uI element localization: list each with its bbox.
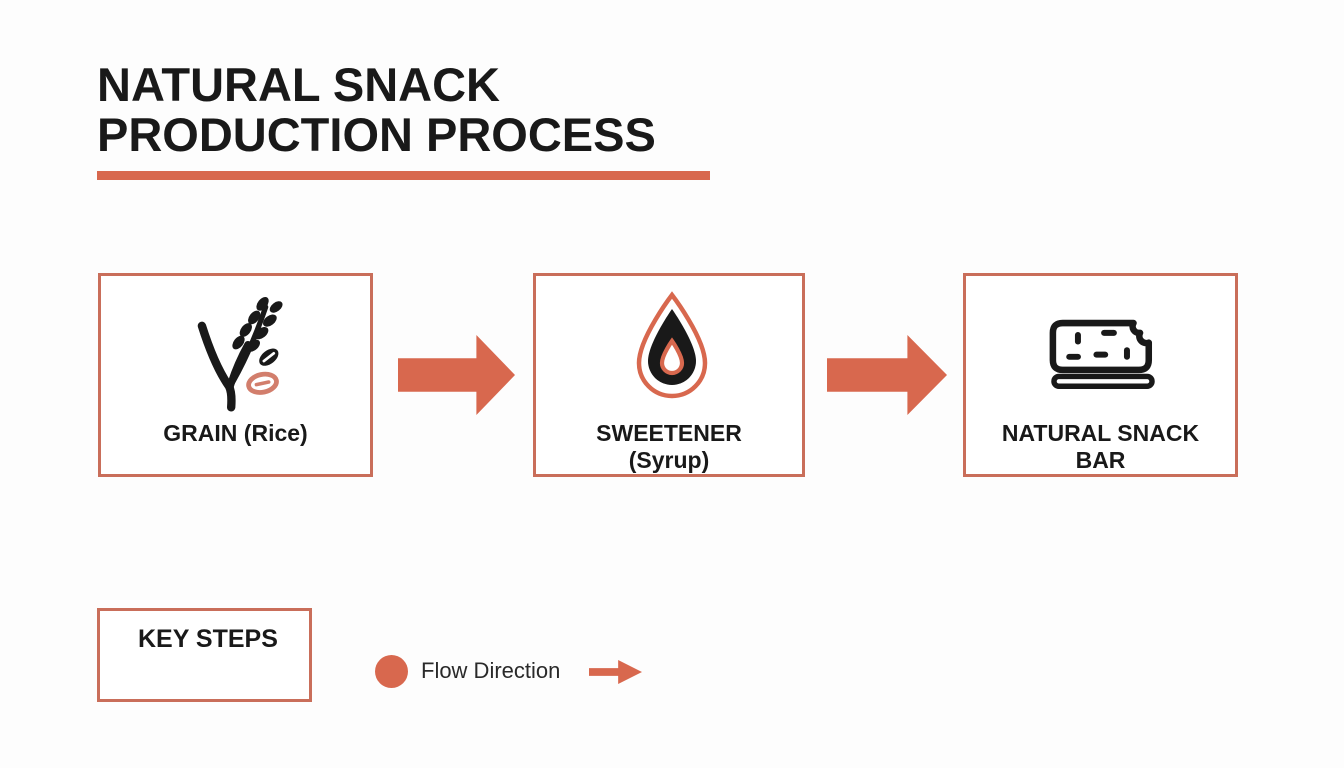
syrup-droplet-icon <box>636 291 708 399</box>
key-steps-box: KEY STEPS <box>97 608 312 702</box>
page-title-line-1: NATURAL SNACK <box>97 58 500 111</box>
step-label-grain: GRAIN (Rice) <box>101 420 370 447</box>
rice-plant-icon <box>197 297 283 412</box>
flow-direction-arrow-icon <box>589 660 642 684</box>
step-label-snack-bar-line-2: BAR <box>1075 447 1126 473</box>
flow-arrow-2 <box>827 335 947 415</box>
step-label-snack-bar-line-1: NATURAL SNACK <box>1001 420 1200 446</box>
snack-bar-icon <box>1049 319 1155 389</box>
flow-direction-dot-icon <box>375 655 408 688</box>
flow-arrow-1 <box>398 335 515 415</box>
step-box-sweetener: SWEETENER (Syrup) <box>533 273 805 477</box>
step-label-sweetener-line-2: (Syrup) <box>628 447 710 473</box>
step-label-sweetener: SWEETENER (Syrup) <box>536 420 802 474</box>
step-label-grain-line-1: GRAIN (Rice) <box>163 420 308 446</box>
key-steps-label: KEY STEPS <box>138 625 278 653</box>
title-underline-rule <box>97 171 710 180</box>
step-box-snack-bar: NATURAL SNACK BAR <box>963 273 1238 477</box>
flow-direction-label: Flow Direction <box>421 658 561 683</box>
step-box-grain: GRAIN (Rice) <box>98 273 373 477</box>
step-label-sweetener-line-1: SWEETENER <box>596 420 742 446</box>
page-title-line-2: PRODUCTION PROCESS <box>97 108 656 161</box>
step-label-snack-bar: NATURAL SNACK BAR <box>966 420 1235 474</box>
page-title: NATURAL SNACK PRODUCTION PROCESS <box>97 60 656 160</box>
